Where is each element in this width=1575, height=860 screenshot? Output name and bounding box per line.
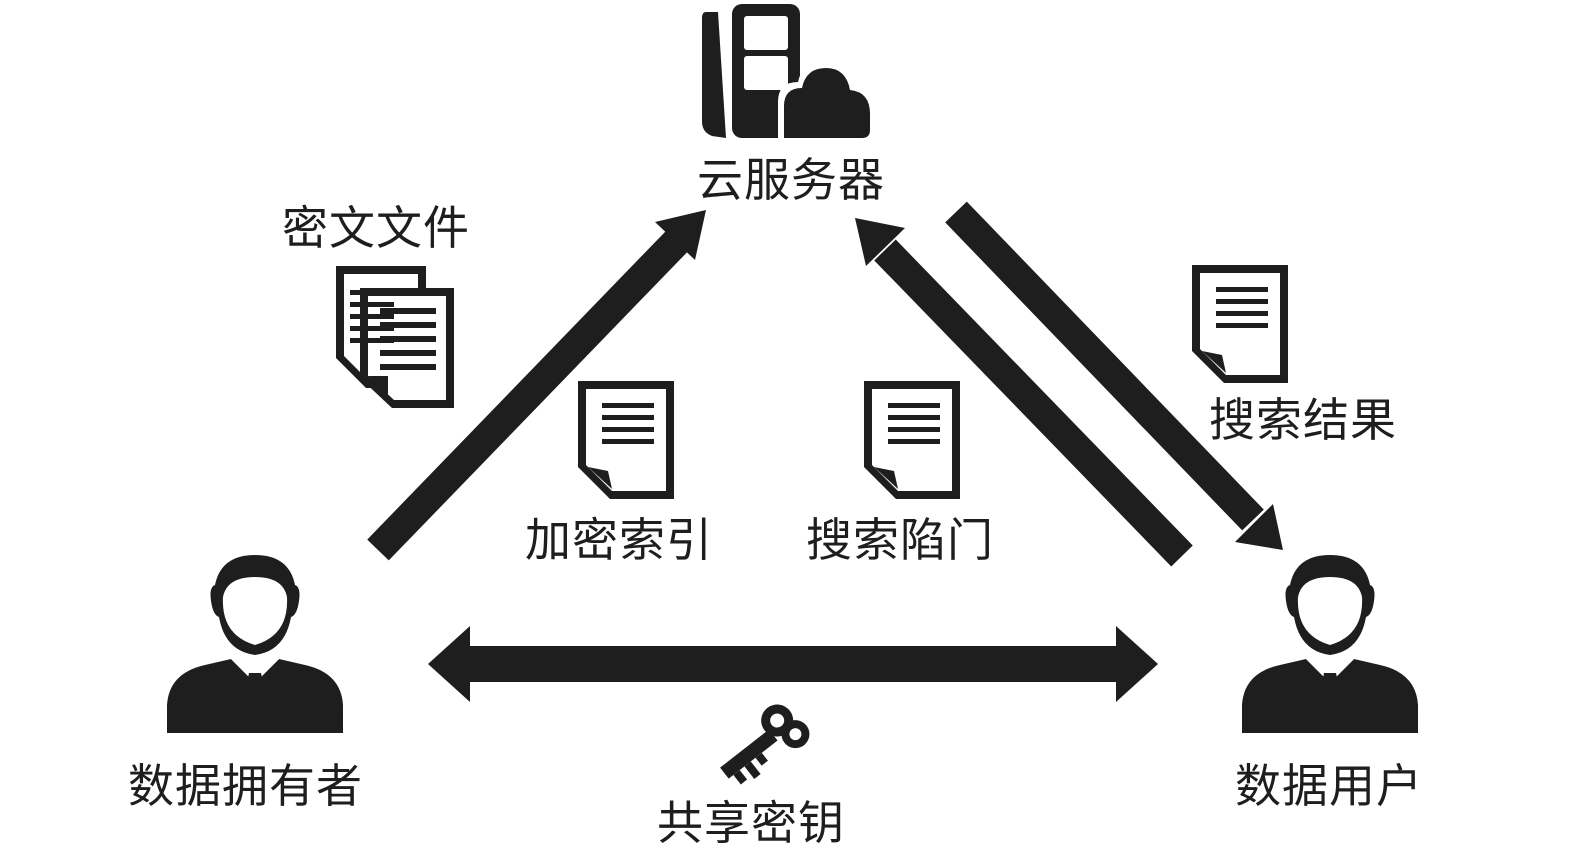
label-encrypted-index: 加密索引 — [525, 513, 713, 567]
label-search-trapdoor: 搜索陷门 — [806, 513, 994, 567]
arrow-owner-to-server — [367, 210, 706, 561]
label-cloud-server: 云服务器 — [697, 153, 885, 207]
document-icon-index — [578, 381, 674, 499]
label-search-results: 搜索结果 — [1209, 393, 1397, 447]
key-icon — [720, 704, 810, 785]
document-icon-results — [1192, 265, 1288, 383]
label-shared-key: 共享密钥 — [657, 796, 845, 850]
cloud-server-icon — [702, 4, 876, 138]
label-data-owner: 数据拥有者 — [128, 759, 363, 813]
label-ciphertext-files: 密文文件 — [282, 201, 470, 255]
arrow-user-to-server — [855, 218, 1193, 567]
label-data-user: 数据用户 — [1235, 759, 1423, 813]
arrow-shared-key — [428, 626, 1158, 702]
arrow-server-to-user — [945, 201, 1283, 550]
person-icon-owner — [167, 555, 343, 733]
documents-stack-icon — [336, 266, 454, 408]
document-icon-trapdoor — [864, 381, 960, 499]
person-icon-user — [1242, 555, 1418, 733]
